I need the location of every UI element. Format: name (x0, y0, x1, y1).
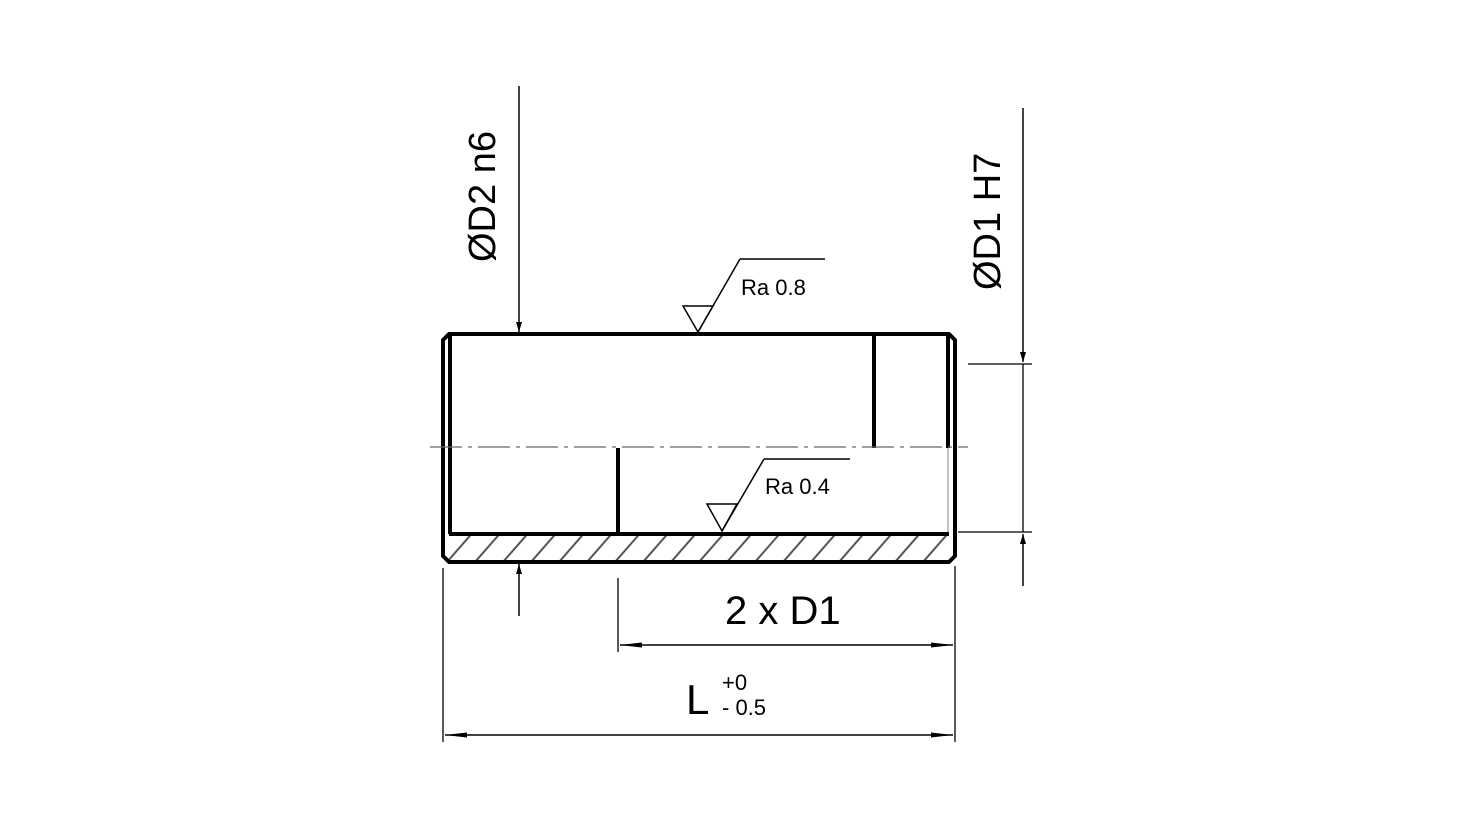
outer-contour (441, 332, 957, 564)
roughness-symbol-outer (681, 258, 825, 334)
inner-diameter-label: ØD1 H7 (967, 153, 1009, 290)
length-label: L (686, 676, 709, 723)
outer-diameter-label: ØD2 n6 (462, 131, 504, 262)
roughness-outer-label: Ra 0.8 (741, 275, 806, 300)
roughness-inner-label: Ra 0.4 (765, 474, 830, 499)
dim-bore-depth (617, 566, 956, 742)
bore-depth-label: 2 x D1 (725, 589, 841, 633)
dim-inner-diameter (958, 108, 1032, 586)
hatch-section (443, 535, 955, 562)
roughness-symbol-inner (705, 458, 850, 533)
part-outline (441, 332, 957, 564)
length-tolerance-lower: - 0.5 (722, 695, 766, 720)
dim-length (442, 568, 953, 742)
length-tolerance-upper: +0 (722, 670, 747, 695)
